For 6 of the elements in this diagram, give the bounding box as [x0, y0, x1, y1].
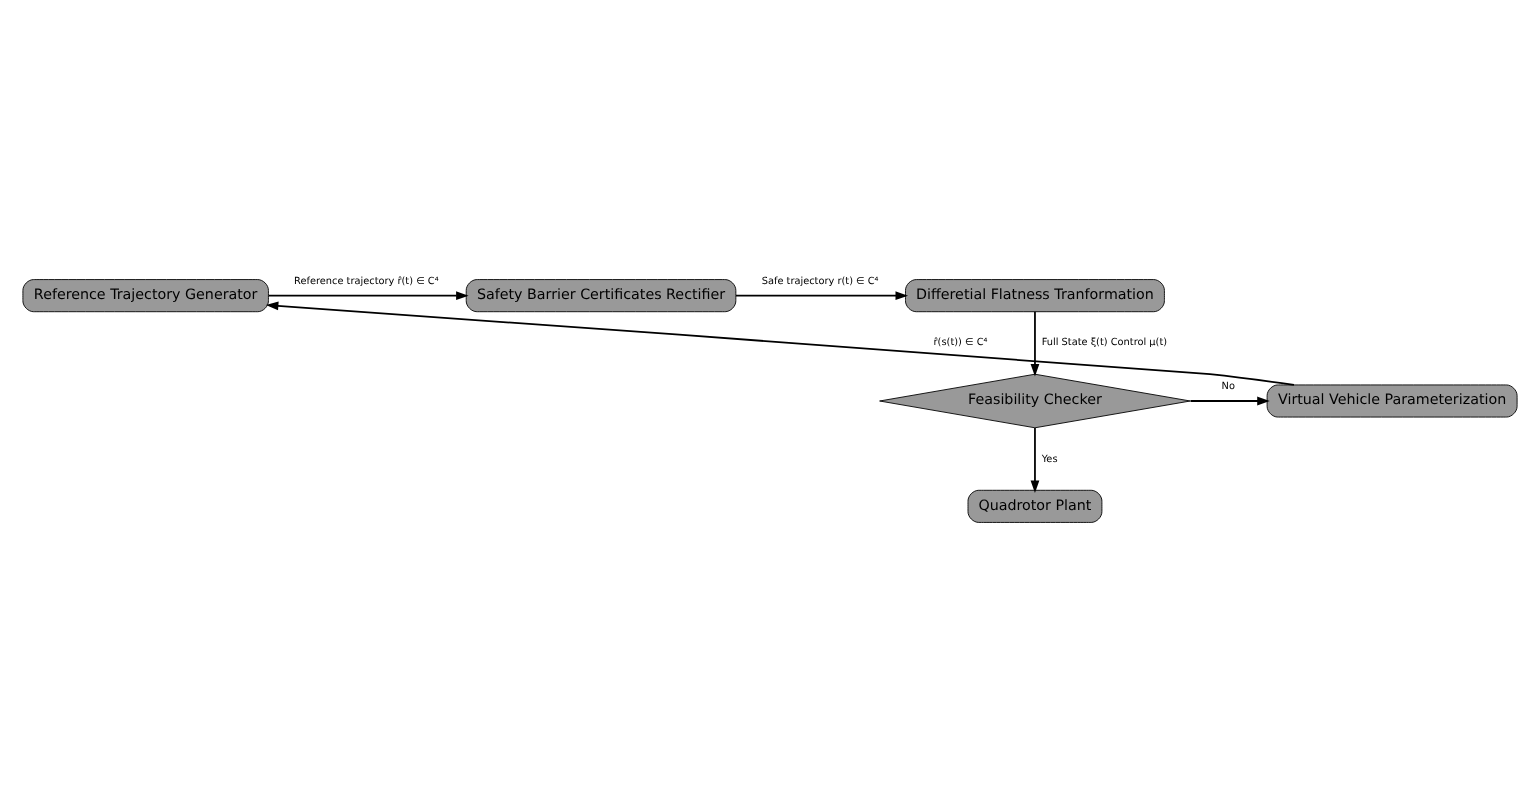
arrow — [1030, 310, 1040, 377]
arrow — [267, 291, 469, 301]
arrow — [735, 291, 909, 301]
arrow — [1030, 427, 1040, 493]
arrow — [1189, 396, 1270, 406]
arrow — [265, 301, 1295, 386]
